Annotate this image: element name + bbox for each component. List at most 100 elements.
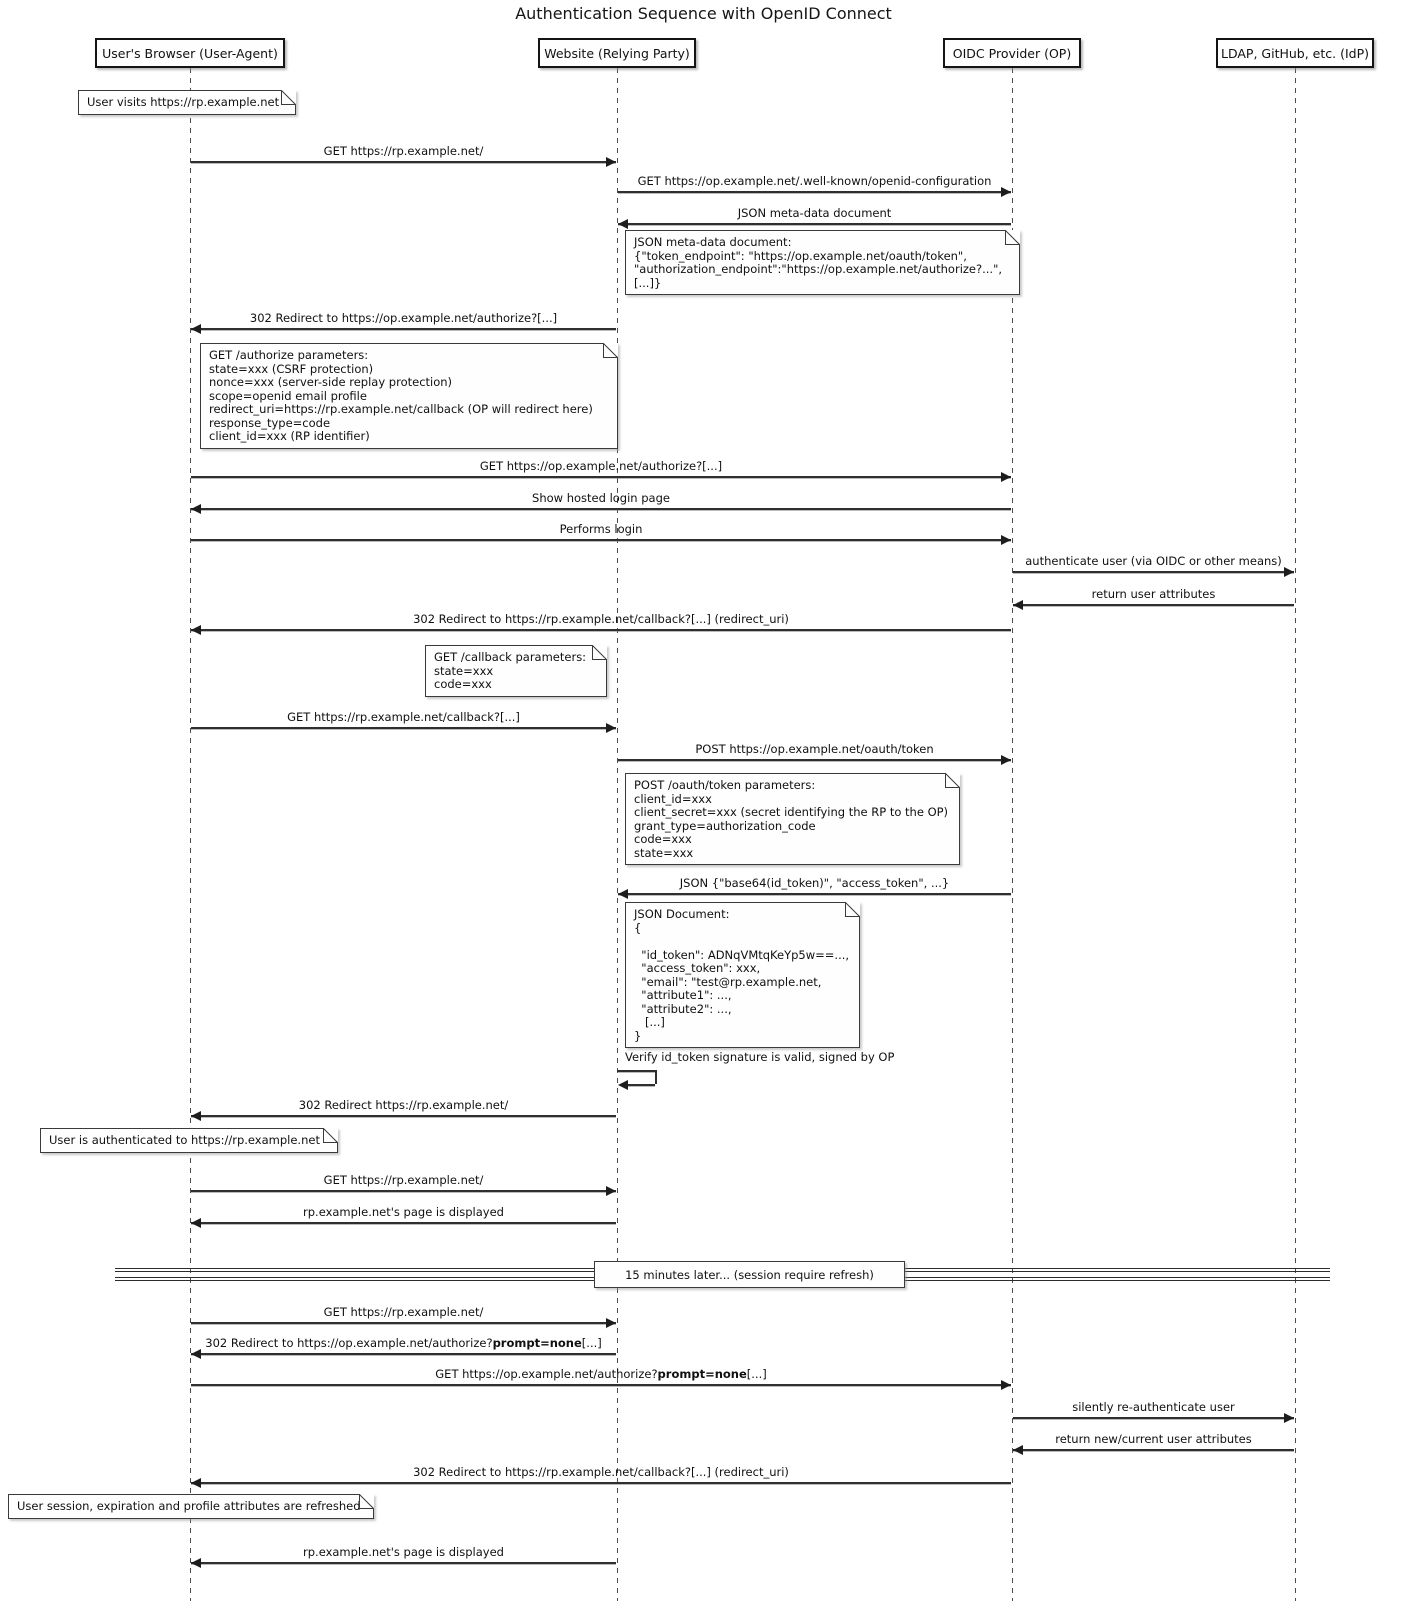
message-line (618, 759, 1011, 761)
message-line (191, 508, 1011, 510)
arrowhead-icon (191, 1218, 201, 1228)
note-line (634, 935, 851, 949)
note-line: GET /authorize parameters: (209, 348, 369, 362)
arrowhead-icon (1001, 472, 1011, 482)
message-line (1013, 1449, 1294, 1451)
message-line (1013, 571, 1294, 573)
message-line (191, 1482, 1011, 1484)
message-label: JSON {"base64(id_token)", "access_token"… (679, 876, 950, 890)
diagram-title: Authentication Sequence with OpenID Conn… (515, 4, 892, 23)
message-label: rp.example.net's page is displayed (303, 1545, 504, 1559)
note-line: JSON meta-data document: (634, 235, 792, 249)
note-fold-icon (603, 342, 619, 358)
self-message-line (655, 1070, 657, 1084)
note-line: client_secret=xxx (secret identifying th… (634, 805, 949, 819)
note-line: nonce=xxx (server-side replay protection… (209, 375, 453, 389)
note-line: "email": "test@rp.example.net, (634, 974, 822, 989)
message-label: 302 Redirect to https://op.example.net/a… (249, 311, 558, 325)
message-label: POST https://op.example.net/oauth/token (695, 742, 934, 756)
message-line (191, 1222, 616, 1224)
note-line: code=xxx (634, 832, 692, 846)
message-line (1013, 1417, 1294, 1419)
arrowhead-icon (191, 625, 201, 635)
note-line: User visits https://rp.example.net (87, 95, 280, 109)
message-line (191, 1353, 616, 1355)
arrowhead-icon (1001, 535, 1011, 545)
arrowhead-icon (606, 723, 616, 733)
arrowhead-icon (606, 1318, 616, 1328)
note-line: GET /callback parameters: (434, 650, 587, 664)
message-line (618, 893, 1011, 895)
message-label: silently re-authenticate user (1072, 1400, 1235, 1414)
message-label: authenticate user (via OIDC or other mea… (1025, 554, 1282, 568)
message-label-part: GET https://op.example.net/authorize? (435, 1367, 658, 1381)
arrowhead-icon (618, 1080, 628, 1090)
message-line (191, 161, 616, 163)
message-label: 302 Redirect https://rp.example.net/ (298, 1098, 509, 1112)
lifeline-website (617, 68, 618, 1601)
arrowhead-icon (1001, 187, 1011, 197)
arrowhead-icon (606, 157, 616, 167)
note: User visits https://rp.example.net (78, 89, 297, 115)
message-label: Show hosted login page (532, 491, 670, 505)
message-label: GET https://rp.example.net/callback?[...… (287, 710, 520, 724)
self-message-line (628, 1084, 655, 1086)
note-line: code=xxx (434, 677, 492, 691)
arrowhead-icon (1001, 1380, 1011, 1390)
note-line: client_id=xxx (634, 791, 712, 806)
note-line: "attribute1": ..., (634, 988, 732, 1002)
note: User session, expiration and profile att… (8, 1493, 375, 1519)
participant-box-op: OIDC Provider (OP) (943, 38, 1081, 68)
arrowhead-icon (1001, 755, 1011, 765)
note-line: POST /oauth/token parameters: (634, 778, 816, 792)
message-line (191, 1322, 616, 1324)
note-line: "attribute2": ..., (634, 1001, 732, 1016)
note-line: client_id=xxx (RP identifier) (209, 429, 370, 443)
message-label: return user attributes (1091, 587, 1216, 601)
message-label: Verify id_token signature is valid, sign… (625, 1050, 895, 1064)
message-label: rp.example.net's page is displayed (303, 1205, 504, 1219)
note-fold-icon (1005, 229, 1021, 245)
participant-label: Website (Relying Party) (544, 45, 690, 61)
message-label: 302 Redirect to https://rp.example.net/c… (413, 612, 789, 626)
message-label-part: prompt=none (657, 1367, 747, 1381)
message-label: GET https://rp.example.net/ (323, 1173, 484, 1187)
note-line: [...]} (634, 275, 662, 290)
note: POST /oauth/token parameters:client_id=x… (625, 772, 961, 865)
arrowhead-icon (606, 1186, 616, 1196)
message-line (191, 727, 616, 729)
message-label: 302 Redirect to https://rp.example.net/c… (413, 1465, 789, 1479)
message-label: GET https://rp.example.net/ (323, 144, 484, 158)
message-label-part: [...] (581, 1336, 602, 1350)
participant-box-idp: LDAP, GitHub, etc. (IdP) (1216, 38, 1374, 68)
participant-box-browser: User's Browser (User-Agent) (95, 38, 285, 68)
message-label-part: prompt=none (492, 1336, 582, 1350)
arrowhead-icon (191, 504, 201, 514)
self-message-line (617, 1070, 655, 1072)
divider-box: 15 minutes later... (session require ref… (594, 1261, 905, 1288)
note-line: state=xxx (634, 845, 694, 860)
arrowhead-icon (1284, 567, 1294, 577)
lifeline-browser (190, 68, 191, 1601)
note-line: {"token_endpoint": "https://op.example.n… (634, 248, 967, 263)
lifeline-op (1012, 68, 1013, 1601)
arrowhead-icon (618, 219, 628, 229)
participant-label: LDAP, GitHub, etc. (IdP) (1221, 45, 1369, 61)
arrowhead-icon (1013, 600, 1023, 610)
note-line: redirect_uri=https://rp.example.net/call… (209, 402, 593, 416)
note-fold-icon (323, 1127, 339, 1143)
arrowhead-icon (191, 1111, 201, 1121)
arrowhead-icon (191, 324, 201, 334)
note-line: grant_type=authorization_code (634, 818, 816, 833)
participant-label: User's Browser (User-Agent) (102, 45, 278, 61)
note: User is authenticated to https://rp.exam… (40, 1127, 339, 1153)
note-fold-icon (281, 89, 297, 105)
lifeline-idp (1295, 68, 1296, 1601)
participant-box-website: Website (Relying Party) (538, 38, 696, 68)
note-line: response_type=code (209, 415, 331, 430)
note: JSON Document:{ "id_token": ADNqVMtqKeYp… (625, 901, 861, 1048)
message-line (618, 223, 1011, 225)
note-line: "authorization_endpoint":"https://op.exa… (634, 262, 1003, 276)
message-line (191, 1190, 616, 1192)
